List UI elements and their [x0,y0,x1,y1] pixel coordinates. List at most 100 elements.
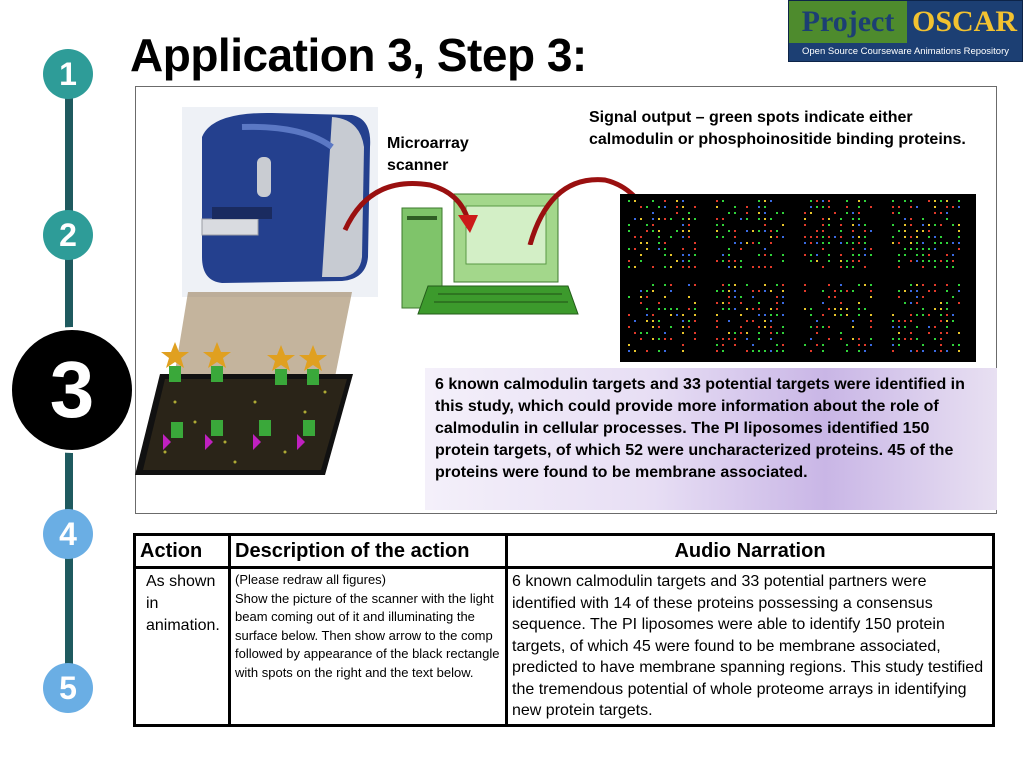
signal-spot [652,266,654,268]
signal-spot [934,308,936,310]
signal-spot [946,218,948,220]
signal-spot [904,290,906,292]
signal-spot [752,344,754,346]
page-title: Application 3, Step 3: [130,29,587,81]
signal-spot [770,338,772,340]
signal-spot [810,308,812,310]
signal-spot [682,236,684,238]
signal-spot [910,314,912,316]
signal-spot [898,266,900,268]
signal-spot [734,290,736,292]
signal-spot [764,230,766,232]
signal-spot [734,206,736,208]
signal-spot [840,218,842,220]
signal-spot [852,326,854,328]
signal-spot [870,254,872,256]
signal-spot [940,302,942,304]
signal-spot [764,326,766,328]
signal-spot [816,332,818,334]
signal-spot [670,326,672,328]
step-5-marker[interactable]: 5 [43,663,93,713]
signal-spot [782,284,784,286]
signal-spot [776,314,778,316]
signal-spot [716,200,718,202]
signal-spot [782,344,784,346]
signal-spot [934,242,936,244]
signal-spot [870,344,872,346]
signal-spot [952,320,954,322]
flow-arrows [342,177,660,245]
signal-spot [804,218,806,220]
signal-spot [688,284,690,286]
signal-spot [940,308,942,310]
signal-spot [922,260,924,262]
signal-spot [728,290,730,292]
signal-spot [776,344,778,346]
signal-spot [728,308,730,310]
signal-spot [640,242,642,244]
step-3-marker-active[interactable]: 3 [9,327,135,453]
signal-spot [816,230,818,232]
signal-spot [934,224,936,226]
signal-spot [940,338,942,340]
signal-spot [764,350,766,352]
signal-spot [758,350,760,352]
signal-spot [804,212,806,214]
signal-spot [898,332,900,334]
signal-spot [646,320,648,322]
signal-spot [940,200,942,202]
signal-spot [770,350,772,352]
signal-spot [782,236,784,238]
signal-spot [958,242,960,244]
signal-spot [916,302,918,304]
narration-cell: 6 known calmodulin targets and 33 potent… [512,573,984,719]
signal-spot [810,242,812,244]
signal-output-array-image [620,194,976,362]
signal-spot [746,206,748,208]
signal-spot [694,284,696,286]
signal-spot [722,236,724,238]
signal-spot [804,284,806,286]
signal-spot [752,296,754,298]
signal-spot [670,338,672,340]
signal-spot [804,290,806,292]
signal-spot [828,308,830,310]
signal-spot [634,332,636,334]
signal-spot [828,224,830,226]
signal-spot [916,296,918,298]
signal-output-label: Signal output – green spots indicate eit… [589,109,966,148]
signal-spot [770,326,772,328]
signal-spot [928,314,930,316]
signal-spot [922,248,924,250]
signal-spot [898,230,900,232]
signal-spot [770,314,772,316]
signal-spot [688,236,690,238]
signal-spot [716,230,718,232]
step-1-marker[interactable]: 1 [43,49,93,99]
step-4-marker[interactable]: 4 [43,509,93,559]
project-oscar-logo: Project OSCAR Open Source Courseware Ani… [788,0,1023,62]
signal-spot [776,350,778,352]
signal-spot [840,254,842,256]
signal-spot [958,236,960,238]
header-narration: Audio Narration [506,534,994,569]
step-2-marker[interactable]: 2 [43,210,93,260]
signal-spot [646,206,648,208]
signal-spot [746,350,748,352]
signal-spot [652,314,654,316]
signal-spot [746,338,748,340]
signal-spot [728,212,730,214]
signal-spot [916,284,918,286]
signal-spot [952,314,954,316]
signal-spot [858,206,860,208]
signal-spot [758,230,760,232]
signal-spot [858,212,860,214]
signal-spot [840,338,842,340]
signal-spot [694,266,696,268]
signal-spot [946,284,948,286]
signal-spot [952,344,954,346]
signal-spot [688,230,690,232]
signal-spot [758,266,760,268]
signal-spot [852,254,854,256]
signal-spot [758,212,760,214]
